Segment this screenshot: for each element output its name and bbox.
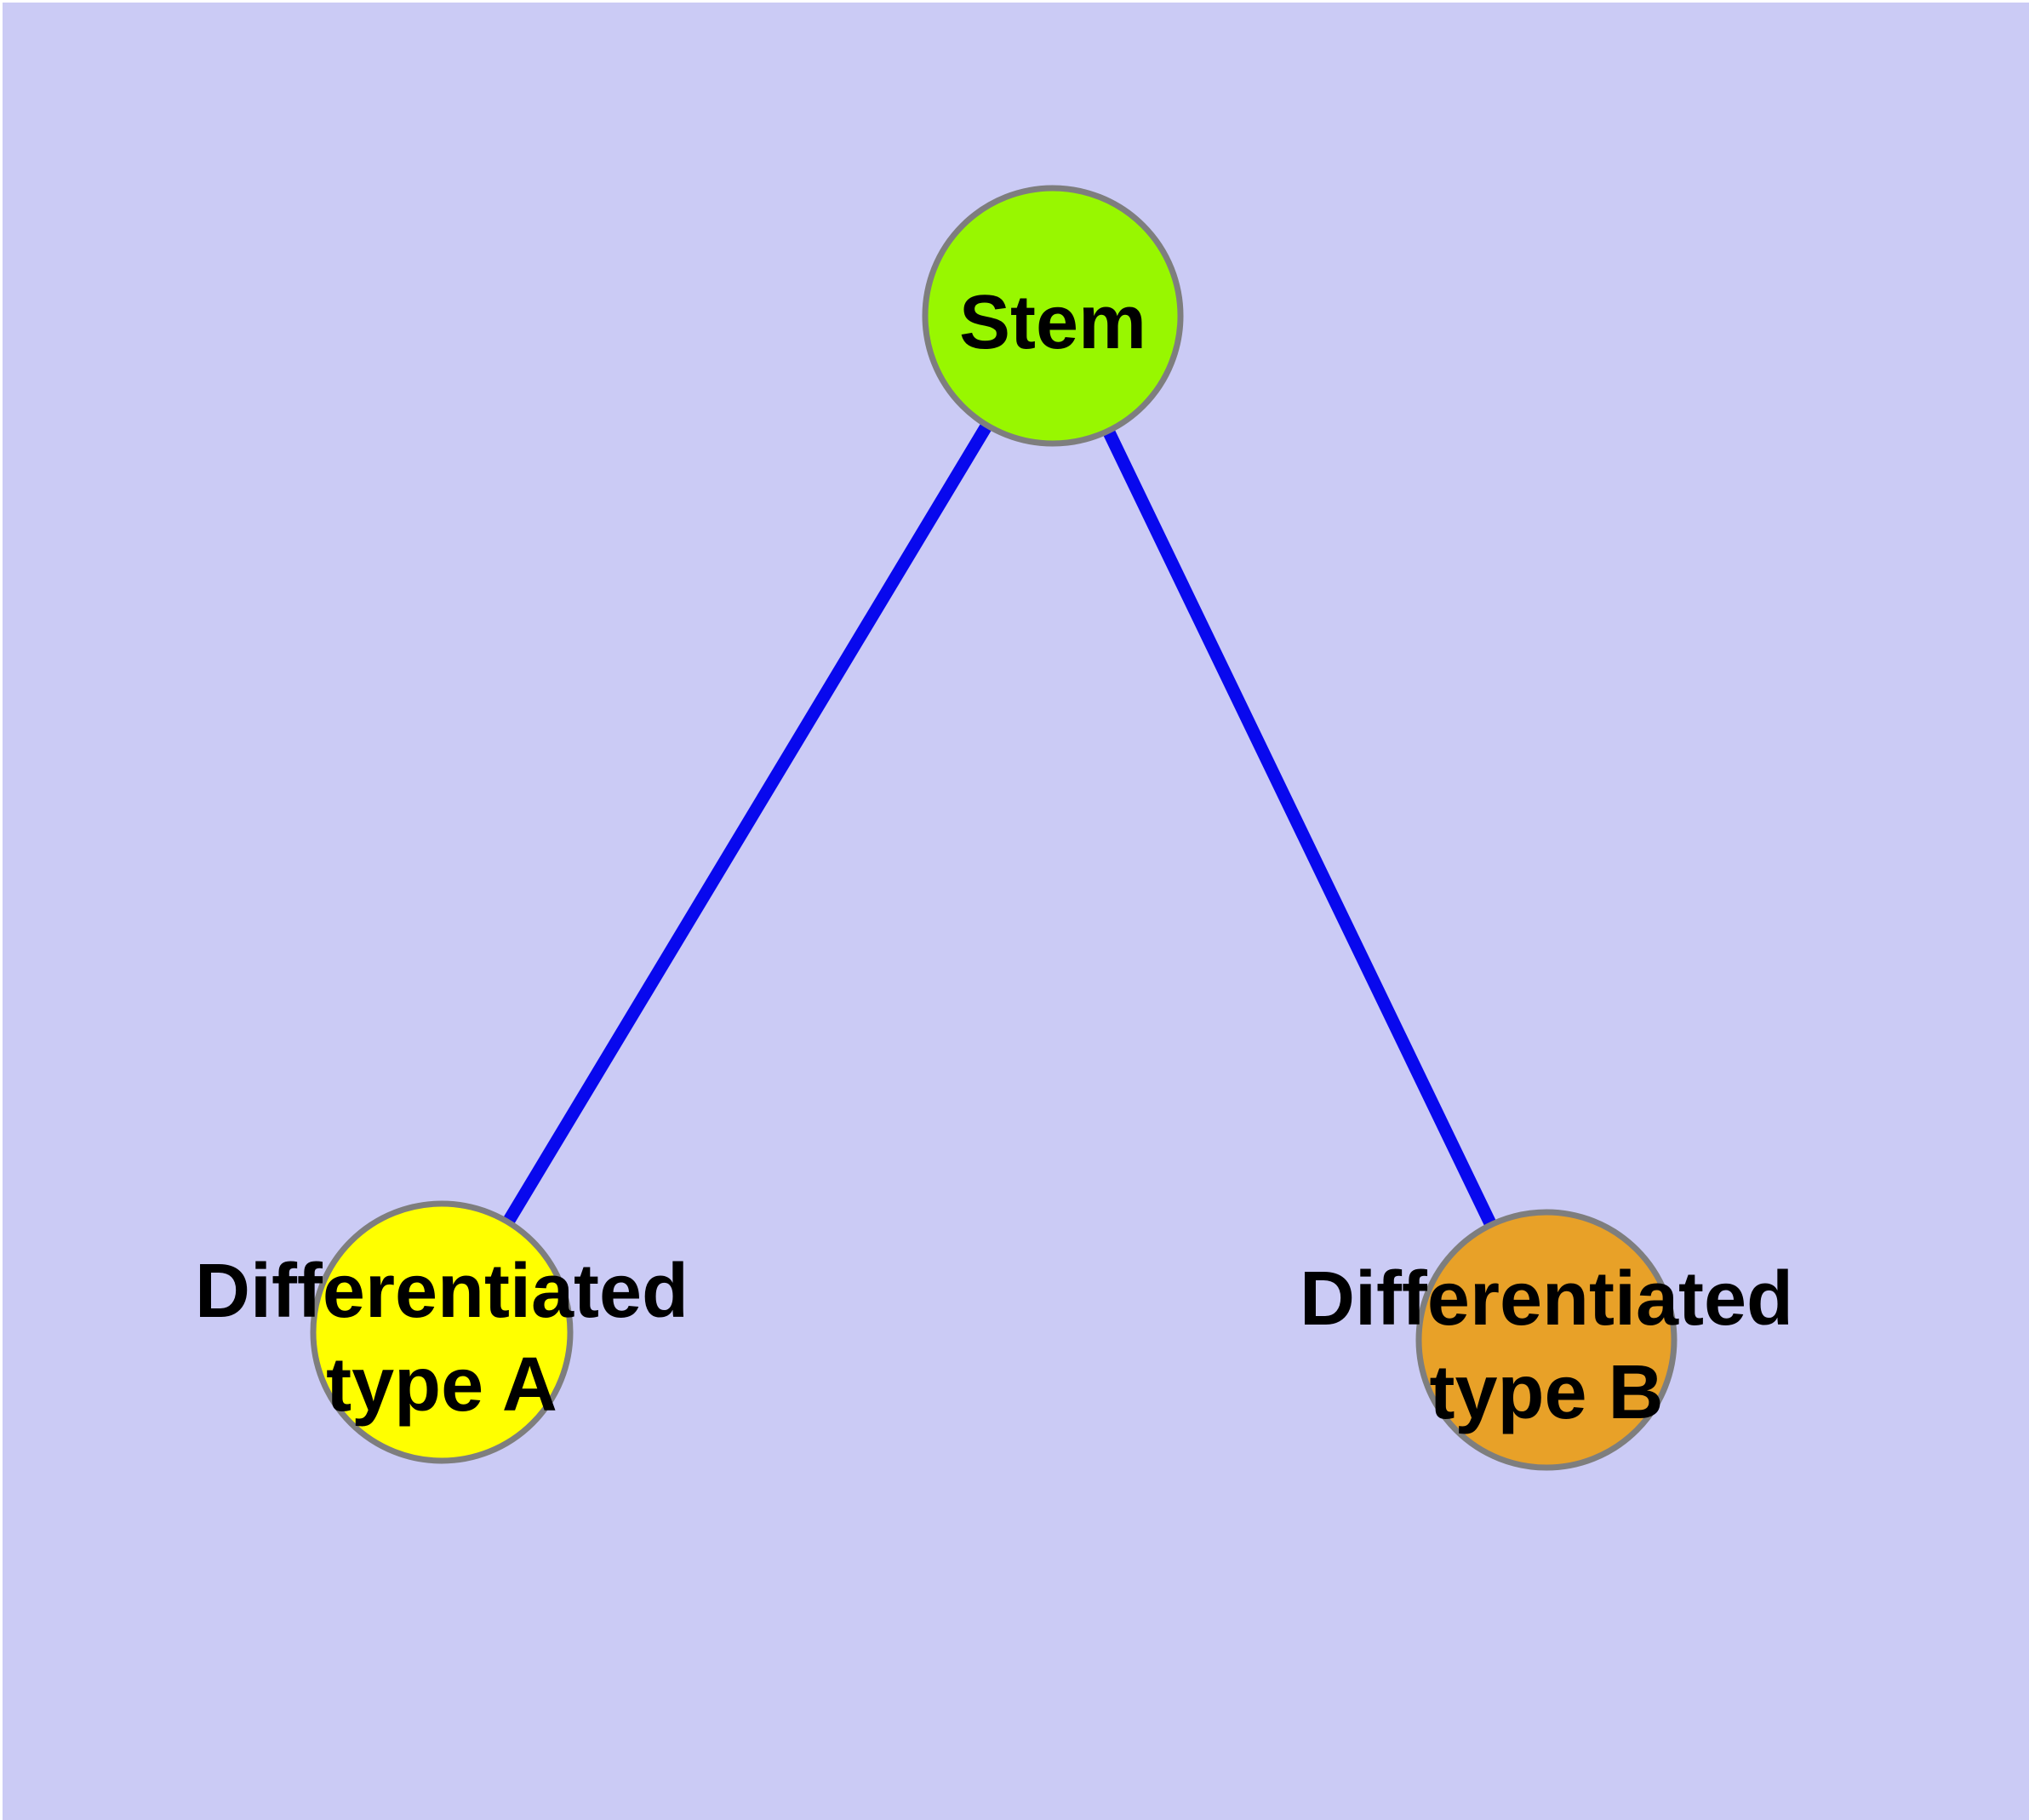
node-type-b-circle [1415, 1209, 1677, 1471]
node-layer [310, 185, 1677, 1471]
edge-stem-type-a [436, 312, 1059, 1336]
node-stem-label-line-1: Stem [959, 280, 1146, 365]
node-type-a-label-line-2: type A [326, 1342, 557, 1428]
node-type-a-circle [310, 1200, 574, 1464]
node-type-b-label-line-2: type B [1429, 1350, 1663, 1435]
node-type-b-label-line-1: Differentiated [1300, 1256, 1793, 1342]
edge-stem-type-b [1047, 312, 1552, 1343]
node-type-a-label-line-1: Differentiated [195, 1249, 689, 1334]
node-stem-circle [922, 185, 1184, 447]
node-stem-label: Stem [959, 280, 1146, 365]
edge-layer [436, 312, 1552, 1343]
